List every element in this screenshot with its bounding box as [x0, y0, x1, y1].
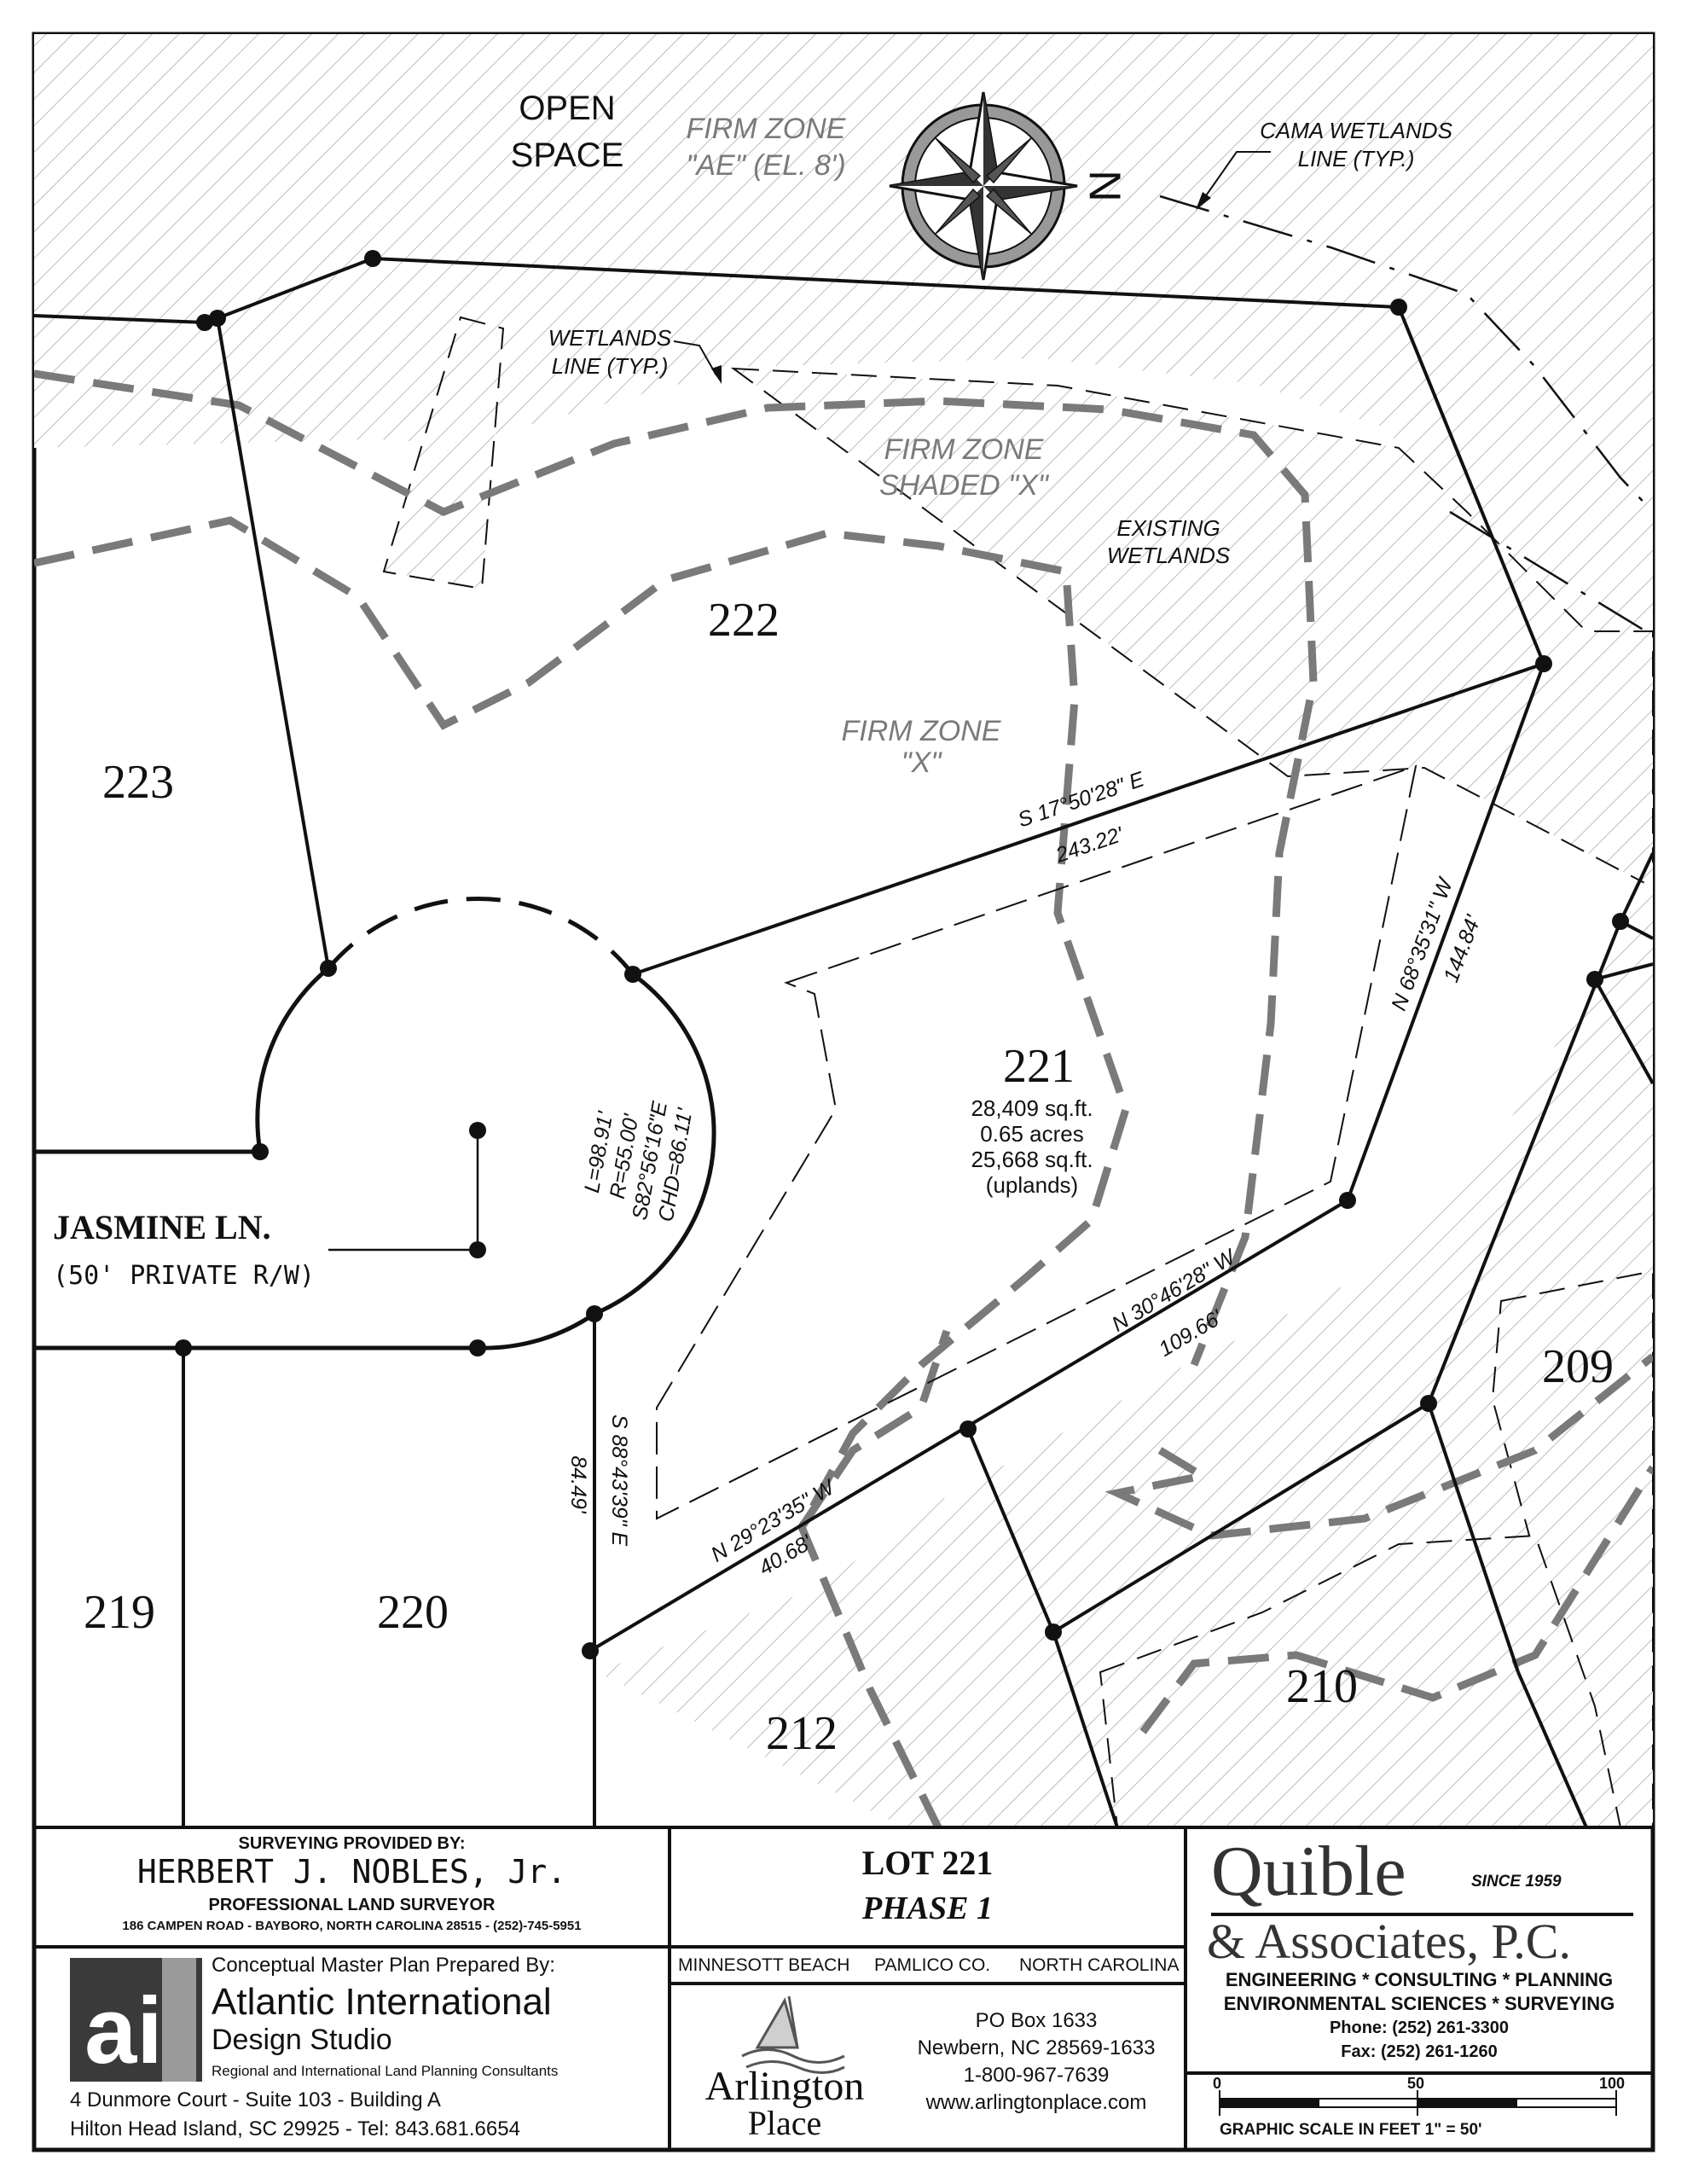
planner-address-1: 4 Dunmore Court - Suite 103 - Building A — [70, 2088, 441, 2111]
developer-website: www.arlingtonplace.com — [925, 2091, 1147, 2114]
lot-label-209: 209 — [1542, 1340, 1614, 1393]
engineer-services-1: ENGINEERING * CONSULTING * PLANNING — [1225, 1969, 1614, 1990]
firm-zone-shaded-label-2: SHADED "X" — [879, 469, 1050, 502]
scale-tick-50: 50 — [1407, 2075, 1425, 2092]
firm-zone-ae-label-2: "AE" (EL. 8') — [686, 149, 845, 182]
planner-name-1: Atlantic International — [212, 1981, 552, 2023]
cama-wetlands-line — [1159, 195, 1653, 513]
survey-monuments — [175, 250, 1629, 1659]
lot-lines — [34, 256, 1653, 1827]
firm-zone-ae-label-1: FIRM ZONE — [687, 113, 846, 145]
cama-leader-arrowhead — [1196, 192, 1211, 210]
lot-221-sqft: 28,409 sq.ft. — [971, 1095, 1093, 1121]
building-setback-line — [656, 764, 1417, 1520]
lot-label-220: 220 — [377, 1586, 449, 1639]
lot-221-uplands-sqft: 25,668 sq.ft. — [971, 1147, 1093, 1172]
title-block-grid — [34, 1826, 1653, 2150]
atlantic-international-logo: ai — [70, 1958, 202, 2083]
surveyor-address: 186 CAMPEN ROAD - BAYBORO, NORTH CAROLIN… — [122, 1919, 582, 1933]
cama-wetlands-label-2: LINE (TYP.) — [1298, 146, 1415, 171]
jasmine-ln-right-of-way — [34, 896, 716, 1350]
open-space-label-2: SPACE — [511, 136, 624, 174]
graphic-scale-bar — [1219, 2090, 1617, 2116]
lot-210-hatch — [1099, 1534, 1622, 1827]
location-county: PAMLICO CO. — [874, 1955, 991, 1975]
svg-text:ai: ai — [84, 1978, 163, 2083]
north-arrow-label: N — [1081, 170, 1131, 202]
street-row-label: (50' PRIVATE R/W) — [53, 1261, 315, 1291]
existing-wetlands-label-1: EXISTING — [1116, 515, 1220, 541]
location-town: MINNESOTT BEACH — [678, 1955, 850, 1975]
map-area: N OPEN SPACE FIRM ZONE "AE" (EL. 8') FIR… — [34, 34, 1653, 1827]
firm-zone-boundary-shaded-x — [34, 516, 1130, 1827]
planner-prepared-by: Conceptual Master Plan Prepared By: — [212, 1954, 555, 1977]
scale-caption: GRAPHIC SCALE IN FEET 1" = 50' — [1220, 2121, 1482, 2139]
lot-221-uplands-label: (uplands) — [986, 1172, 1078, 1198]
open-space-hatch — [34, 34, 1653, 896]
cama-wetlands-label-1: CAMA WETLANDS — [1260, 118, 1452, 143]
cama-wetlands-line-east — [1449, 510, 1653, 637]
compass-rose-icon — [889, 91, 1078, 281]
firm-zone-x-label-2: "X" — [901, 746, 943, 779]
wetlands-inner-hatch — [382, 316, 505, 590]
distance-east-line: 144.84' — [1439, 911, 1486, 985]
wetlands-leader-arrowhead — [711, 365, 722, 384]
cama-leader-arrow — [1202, 151, 1271, 201]
quible-since: SINCE 1959 — [1471, 1873, 1562, 1891]
surveyor-heading: SURVEYING PROVIDED BY: — [238, 1834, 466, 1853]
bearing-west-line: S 88°43'39" E — [607, 1414, 631, 1547]
wetlands-line-label-1: WETLANDS — [548, 325, 672, 351]
existing-wetlands-hatch — [730, 367, 1653, 889]
firm-zone-boundary-south — [1139, 1465, 1653, 1734]
lot-label-212: 212 — [766, 1707, 838, 1760]
lot-label-221: 221 — [1003, 1040, 1075, 1093]
arlington-logo-text-1: Arlington — [704, 2064, 865, 2109]
developer-phone: 1-800-967-7639 — [963, 2064, 1110, 2087]
open-space-label-1: OPEN — [519, 90, 615, 127]
arlington-place-sail-icon — [741, 1995, 845, 2074]
lot-209-hatch — [1491, 1269, 1653, 1827]
engineer-fax: Fax: (252) 261-1260 — [1341, 2042, 1498, 2061]
surveyor-title: PROFESSIONAL LAND SURVEYOR — [208, 1896, 496, 1914]
firm-zone-boundary-ae — [34, 369, 1318, 1367]
existing-wetlands-label-2: WETLANDS — [1107, 543, 1231, 568]
surveyor-name: HERBERT J. NOBLES, Jr. — [136, 1853, 567, 1891]
wetlands-line-label-2: LINE (TYP.) — [552, 353, 669, 379]
planner-name-2: Design Studio — [212, 2024, 392, 2056]
developer-po-box: PO Box 1633 — [975, 2009, 1098, 2032]
lot-label-210: 210 — [1286, 1660, 1358, 1713]
lot-label-219: 219 — [84, 1586, 155, 1639]
planner-tagline: Regional and International Land Planning… — [212, 2063, 559, 2079]
quible-logo-subtitle: & Associates, P.C. — [1207, 1914, 1571, 1969]
arlington-logo-text-2: Place — [747, 2104, 822, 2142]
location-state: NORTH CAROLINA — [1019, 1955, 1180, 1975]
distance-west-line: 84.49' — [566, 1455, 590, 1514]
street-name-label: JASMINE LN. — [53, 1208, 271, 1246]
planner-address-2: Hilton Head Island, SC 29925 - Tel: 843.… — [70, 2117, 520, 2140]
firm-zone-shaded-label-1: FIRM ZONE — [884, 433, 1044, 466]
engineer-services-2: ENVIRONMENTAL SCIENCES * SURVEYING — [1223, 1993, 1615, 2014]
lot-label-222: 222 — [708, 594, 780, 647]
lot-phase: PHASE 1 — [861, 1891, 994, 1926]
lot-label-223: 223 — [102, 756, 174, 809]
wetlands-leader-arrow — [673, 340, 717, 376]
firm-zone-x-label-1: FIRM ZONE — [842, 715, 1001, 747]
lot-title: LOT 221 — [861, 1844, 994, 1882]
developer-city: Newbern, NC 28569-1633 — [917, 2036, 1156, 2059]
scale-tick-0: 0 — [1213, 2075, 1222, 2092]
quible-logo-rule — [1211, 1913, 1633, 1916]
engineer-phone: Phone: (252) 261-3300 — [1329, 2018, 1510, 2037]
firm-zone-boundary-west — [798, 1329, 951, 1530]
quible-logo-text: Quible — [1211, 1832, 1406, 1911]
lot-221-acres: 0.65 acres — [980, 1121, 1083, 1147]
scale-tick-100: 100 — [1599, 2075, 1626, 2092]
